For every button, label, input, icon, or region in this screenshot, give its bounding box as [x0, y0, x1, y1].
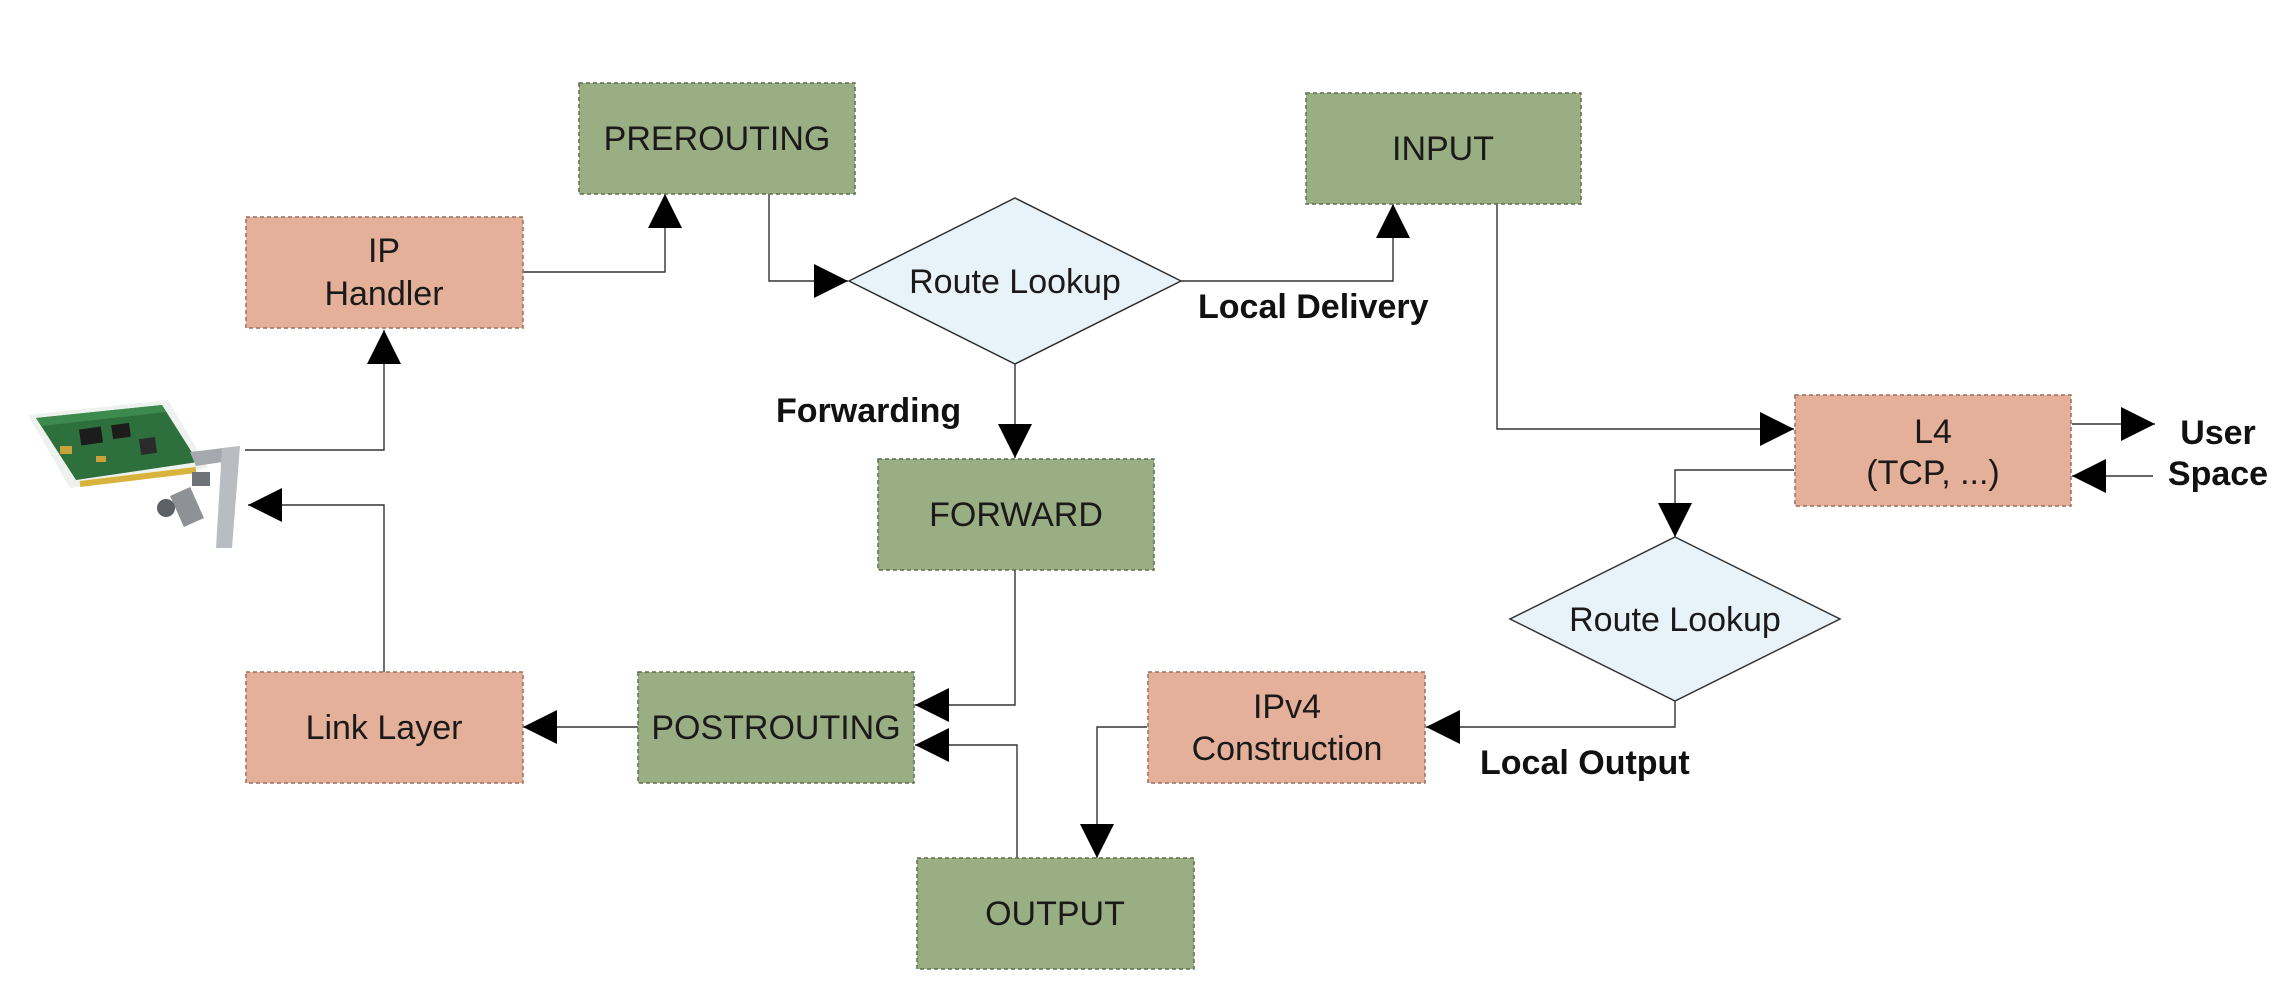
edge-l4-to-route-lookup	[1658, 469, 1794, 537]
route-lookup-top-diamond	[847, 197, 1183, 365]
l4-box	[1794, 394, 2072, 507]
l4-label-line-2: (TCP, ...)	[1866, 454, 2000, 492]
node-link-layer: Link Layer	[245, 671, 524, 784]
ipv4-construction-label-line-2: Construction	[1192, 730, 1383, 768]
node-ipv4-construction: IPv4 Construction	[1147, 671, 1426, 784]
output-label: OUTPUT	[985, 895, 1125, 933]
edge-output-to-postrouting	[915, 728, 1018, 858]
user-space-label-line-2: Space	[2168, 455, 2268, 493]
route-lookup-bottom-diamond	[1508, 536, 1842, 702]
local-output-label: Local Output	[1480, 744, 1690, 782]
node-forward: FORWARD	[877, 458, 1155, 571]
edge-nic-to-ip-handler	[245, 330, 401, 451]
edge-prerouting-to-route-lookup	[768, 194, 848, 298]
node-input: INPUT	[1305, 92, 1582, 205]
edges	[245, 194, 2155, 858]
edge-forward-to-postrouting	[915, 570, 1016, 722]
node-output: OUTPUT	[916, 857, 1195, 970]
user-space-label-line-1: User	[2180, 414, 2256, 452]
ip-handler-box	[245, 216, 524, 329]
edge-link-layer-to-nic	[248, 488, 385, 672]
route-lookup-top-label: Route Lookup	[909, 263, 1121, 301]
link-layer-label: Link Layer	[306, 709, 463, 747]
edge-ipv4-to-output	[1080, 726, 1147, 858]
node-route-lookup-top: Route Lookup	[847, 197, 1183, 365]
edge-ip-handler-to-prerouting	[523, 194, 682, 273]
ip-handler-label-line-2: Handler	[324, 275, 443, 313]
forward-box	[877, 458, 1155, 571]
l4-label-line-1: L4	[1914, 413, 1952, 451]
ipv4-construction-box	[1147, 671, 1426, 784]
node-route-lookup-bottom: Route Lookup	[1508, 536, 1842, 702]
route-lookup-bottom-label: Route Lookup	[1569, 601, 1781, 639]
forwarding-label: Forwarding	[776, 392, 961, 430]
network-card-icon	[28, 400, 240, 548]
prerouting-label: PREROUTING	[604, 120, 831, 158]
input-label: INPUT	[1392, 130, 1494, 168]
node-postrouting: POSTROUTING	[637, 671, 915, 784]
postrouting-label: POSTROUTING	[651, 709, 900, 747]
node-l4: L4 (TCP, ...)	[1794, 394, 2072, 507]
ip-handler-label-line-1: IP	[368, 232, 400, 270]
input-box	[1305, 92, 1582, 205]
edge-input-to-l4	[1496, 204, 1794, 446]
ipv4-construction-label-line-1: IPv4	[1253, 688, 1321, 726]
node-ip-handler: IP Handler	[245, 216, 524, 329]
prerouting-box	[578, 82, 856, 195]
link-layer-box	[245, 671, 524, 784]
postrouting-box	[637, 671, 915, 784]
node-prerouting: PREROUTING	[578, 82, 856, 195]
edge-route-lookup-to-ipv4	[1426, 701, 1676, 744]
local-delivery-label: Local Delivery	[1198, 288, 1429, 326]
edge-route-lookup-to-input	[1181, 204, 1410, 282]
forward-label: FORWARD	[929, 496, 1103, 534]
output-box	[916, 857, 1195, 970]
